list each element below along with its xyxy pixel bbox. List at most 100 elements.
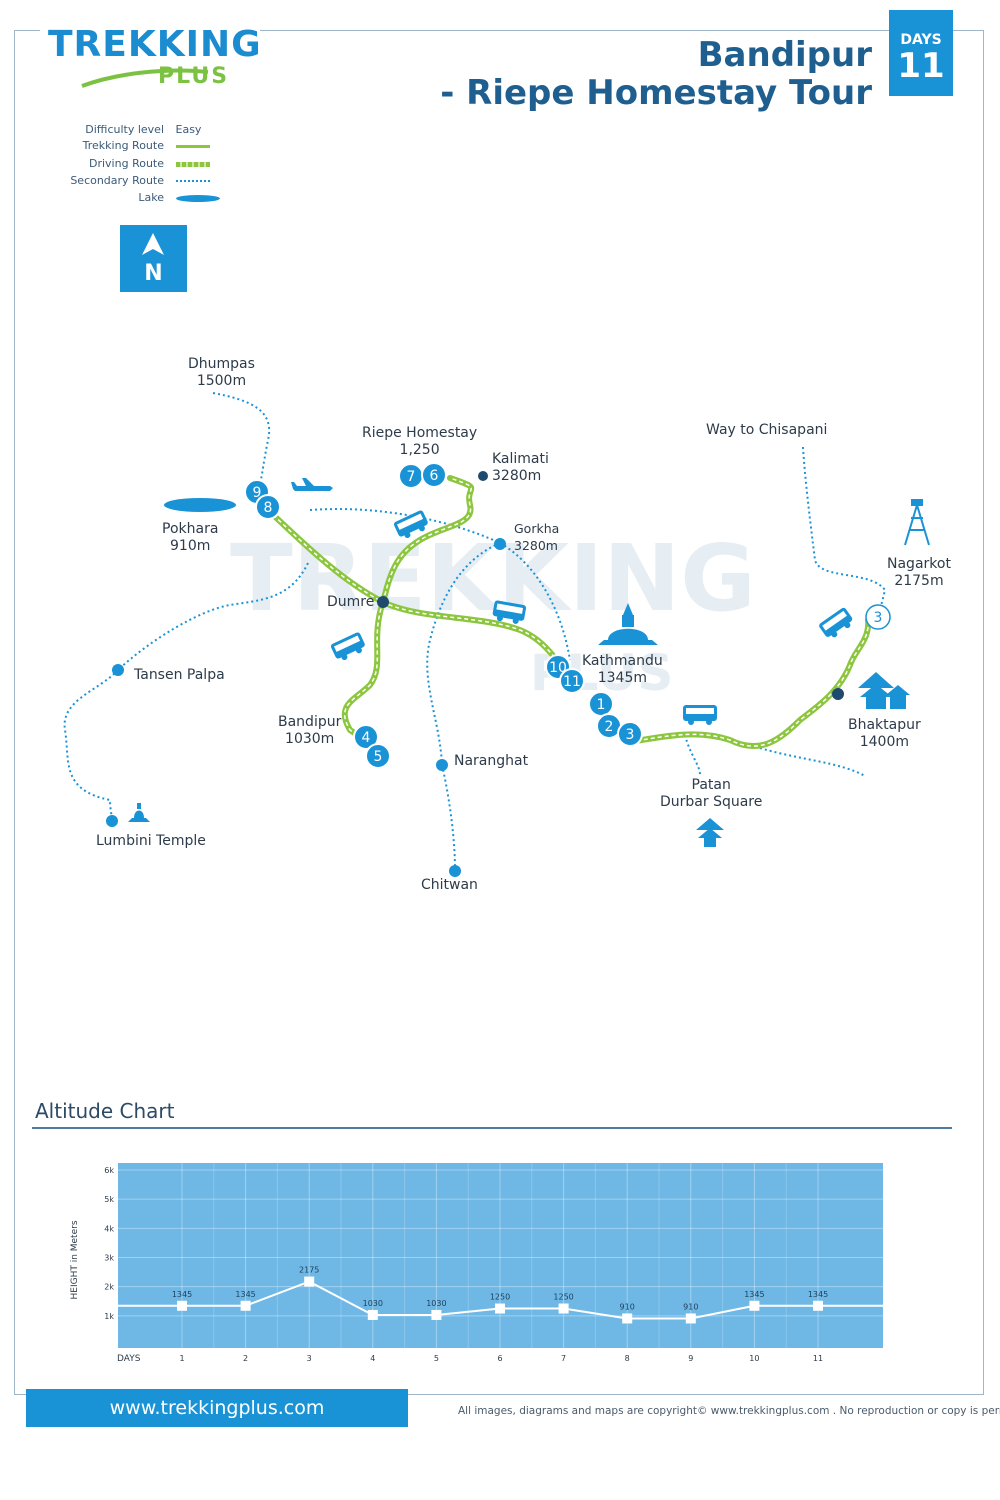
stupa-icon (598, 603, 658, 645)
altitude-point-label: 1250 (553, 1293, 573, 1302)
altitude-point-label: 1250 (490, 1293, 510, 1302)
patan-temple-icon (696, 818, 724, 847)
secondary-routes (63, 392, 887, 871)
altitude-chart-rule (32, 1127, 952, 1129)
x-tick-label: 9 (688, 1354, 693, 1363)
day-marker-3[interactable]: 3 (617, 721, 643, 747)
svg-text:3: 3 (874, 610, 883, 626)
logo-line1: TREKKING (48, 24, 262, 65)
days-badge: DAYS 11 (889, 10, 953, 96)
legend-driving: Driving Route (60, 157, 210, 170)
chart-y-label: HEIGHT in Meters (70, 1220, 80, 1299)
day-marker-6[interactable]: 6 (421, 462, 447, 488)
day-marker-2[interactable]: 2 (596, 713, 622, 739)
bus-icons (330, 510, 853, 725)
altitude-point (304, 1276, 315, 1287)
svg-text:5: 5 (374, 749, 383, 765)
svg-text:7: 7 (407, 469, 416, 485)
copyright-notice: All images, diagrams and maps are copyri… (458, 1405, 1000, 1417)
legend-secondary: Secondary Route (60, 174, 210, 187)
altitude-point (813, 1300, 823, 1311)
x-tick-label: 1 (179, 1354, 184, 1363)
x-tick-label: 5 (434, 1354, 439, 1363)
chart-grid (118, 1163, 883, 1348)
x-tick-label: 10 (749, 1354, 759, 1363)
north-indicator: N (120, 225, 187, 292)
x-tick-label: 3 (307, 1354, 312, 1363)
altitude-point-label: 1345 (744, 1290, 764, 1299)
place-dots (106, 538, 506, 877)
altitude-point-label: 910 (620, 1302, 635, 1311)
tour-title: Bandipur - Riepe Homestay Tour (430, 36, 872, 112)
north-label: N (144, 261, 163, 286)
altitude-point (367, 1309, 378, 1320)
svg-text:6: 6 (430, 468, 439, 484)
y-tick-label: 2k (104, 1283, 114, 1292)
y-tick-label: 4k (104, 1224, 114, 1233)
legend-difficulty-value: Easy (175, 123, 202, 136)
town-dots (377, 471, 844, 700)
place-dumre: Dumre (327, 594, 375, 610)
x-tick-label: 7 (561, 1354, 566, 1363)
day-marker-4[interactable]: 4 (353, 724, 379, 750)
north-arrow-icon (142, 233, 164, 255)
x-tick-label: 6 (497, 1354, 502, 1363)
trekking-plus-logo: TREKKING PLUS (40, 6, 262, 101)
legend-lake-swatch (175, 194, 220, 202)
day-marker-8[interactable]: 8 (255, 494, 281, 520)
altitude-point-label: 910 (683, 1302, 698, 1311)
place-lumbini: Lumbini Temple (96, 833, 206, 849)
day-marker-11[interactable]: 11 (559, 668, 585, 694)
altitude-point (622, 1313, 633, 1324)
altitude-point (431, 1309, 442, 1320)
altitude-point-label: 1030 (363, 1299, 383, 1308)
x-tick-label: 11 (813, 1354, 823, 1363)
legend-lake: Lake (60, 191, 220, 204)
legend-trekking: Trekking Route (60, 139, 210, 152)
y-tick-label: 6k (104, 1166, 114, 1175)
place-tansen: Tansen Palpa (134, 667, 225, 683)
footer-website-link[interactable]: www.trekkingplus.com (26, 1389, 408, 1427)
logo-line2: PLUS (158, 64, 230, 89)
day-marker-nagarkot[interactable]: 3 (865, 604, 891, 630)
logo-swoosh (81, 68, 209, 88)
place-chisapani: Way to Chisapani (706, 422, 828, 438)
day-marker-5[interactable]: 5 (365, 743, 391, 769)
page-frame (14, 30, 984, 1395)
title-line2: - Riepe Homestay Tour (440, 73, 872, 113)
y-tick-label: 3k (104, 1254, 114, 1263)
svg-text:1: 1 (597, 697, 606, 713)
y-tick-label: 5k (104, 1195, 114, 1204)
altitude-point-label: 2175 (299, 1266, 319, 1275)
altitude-point (177, 1300, 187, 1311)
lumbini-icon (128, 803, 150, 822)
altitude-point-label: 1030 (426, 1299, 446, 1308)
altitude-point-label: 1345 (172, 1290, 192, 1299)
svg-text:9: 9 (253, 485, 262, 501)
altitude-point (240, 1300, 251, 1311)
temple-icon (858, 672, 910, 709)
x-tick-label: 8 (625, 1354, 630, 1363)
days-label: DAYS (900, 32, 942, 48)
svg-text:10: 10 (549, 660, 567, 676)
legend-driving-swatch (175, 161, 210, 167)
altitude-point (749, 1300, 760, 1311)
legend-secondary-swatch (175, 180, 210, 182)
legend-difficulty: Difficulty level Easy (85, 123, 202, 136)
plane-icon (291, 478, 333, 491)
title-line1: Bandipur (697, 35, 872, 75)
chart-x-label: DAYS (117, 1354, 141, 1364)
days-value: 11 (897, 46, 945, 86)
altitude-chart-title: Altitude Chart (35, 1099, 175, 1123)
